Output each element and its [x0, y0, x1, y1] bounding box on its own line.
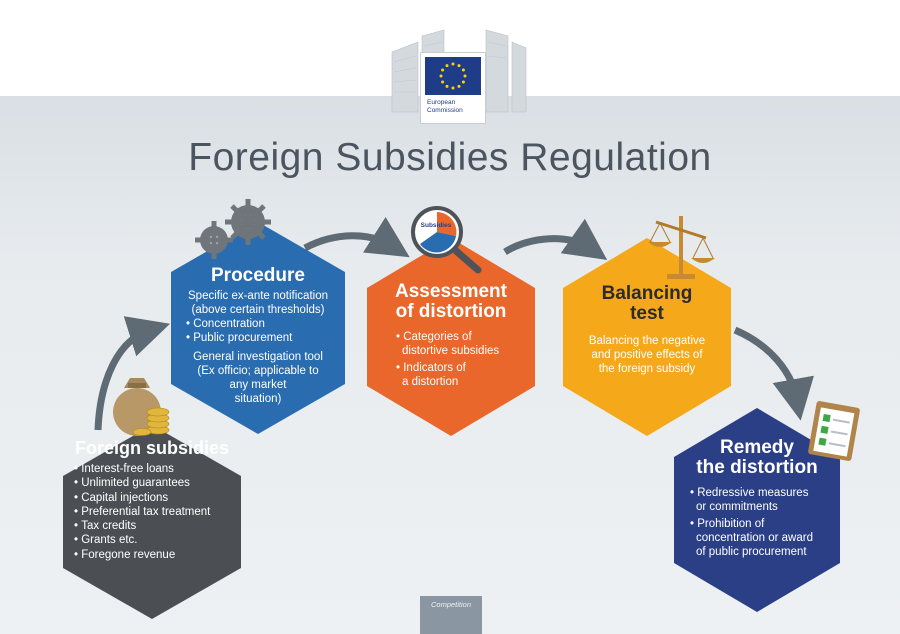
foreign-subsidies-list-item: Interest-free loans	[74, 462, 238, 476]
foreign-subsidies-list-item: Tax credits	[74, 519, 238, 533]
foreign-subsidies-title: Foreign subsidies	[74, 438, 230, 458]
foreign-subsidies-list: Interest-free loansUnlimited guaranteesC…	[66, 462, 238, 562]
foreign-subsidies-content: Foreign subsidies Interest-free loansUnl…	[66, 438, 238, 562]
arrow-balancing-to-remedy	[733, 326, 814, 421]
hexagon-remedy	[674, 408, 840, 612]
balancing-body-line2: and positive effects of	[591, 349, 703, 361]
remedy-item-2: • Prohibition of	[690, 517, 765, 530]
assessment-content: Assessment of distortion • Categories of…	[370, 282, 532, 389]
magnifier-label: Subsidies	[421, 222, 452, 229]
procedure-list-item: Concentration	[186, 317, 344, 331]
procedure-list: ConcentrationPublic procurement	[172, 317, 344, 346]
org-name-line2: Commission	[427, 107, 463, 114]
foreign-subsidies-list-item: Foregone revenue	[74, 548, 238, 562]
eu-flag-icon	[425, 57, 481, 95]
footer-tab	[420, 596, 482, 634]
arrow-assessment-to-balancing	[503, 218, 608, 261]
assessment-title-line2: of distortion	[395, 301, 507, 322]
balancing-body-line1: Balancing the negative	[588, 335, 706, 347]
remedy-item-1: • Redressive measures	[690, 487, 809, 499]
hexagon-assessment	[367, 238, 535, 436]
arrow-procedure-to-assessment	[303, 217, 410, 258]
assessment-item-1-cont: distortive subsidies	[402, 345, 500, 358]
assessment-item-1: • Categories of	[396, 331, 472, 343]
page-title: Foreign Subsidies Regulation	[188, 136, 712, 179]
assessment-item-2-cont: a distortion	[402, 375, 459, 388]
procedure-title: Procedure	[211, 265, 305, 286]
arrow-subsidies-to-procedure	[94, 316, 171, 431]
gears-icon	[195, 199, 271, 259]
scales-icon	[648, 216, 715, 279]
balancing-title-line1: Balancing	[601, 283, 693, 304]
procedure-list-item: Public procurement	[186, 331, 344, 345]
remedy-content: Remedy the distortion • Redressive measu…	[676, 438, 838, 559]
procedure-content: Procedure Specific ex-ante notification …	[172, 266, 344, 406]
procedure-intro-line2: (above certain thresholds)	[191, 304, 325, 316]
remedy-item-1-cont: or commitments	[696, 501, 778, 514]
procedure-tool-line3: any market	[229, 378, 287, 391]
commission-logo-card: European Commission	[420, 52, 486, 124]
procedure-tool-line1: General investigation tool	[193, 350, 323, 363]
assessment-title-line1: Assessment	[395, 281, 507, 302]
commission-building-logo	[391, 29, 527, 113]
procedure-tool-line2: (Ex officio; applicable to	[197, 364, 319, 377]
balancing-title-line2: test	[630, 303, 664, 324]
remedy-item-2-cont1: concentration or award	[696, 531, 813, 544]
foreign-subsidies-list-item: Unlimited guarantees	[74, 476, 238, 490]
foreign-subsidies-list-item: Preferential tax treatment	[74, 505, 238, 519]
org-name-line1: European	[427, 99, 456, 106]
hexagon-balancing	[563, 238, 731, 436]
magnifier-icon	[411, 206, 482, 274]
remedy-title-line2: the distortion	[696, 457, 818, 478]
assessment-item-2: • Indicators of	[396, 361, 466, 374]
procedure-tool-line4: situation)	[234, 392, 282, 405]
remedy-item-2-cont2: of public procurement	[696, 546, 807, 559]
remedy-title-line1: Remedy	[720, 437, 794, 458]
money-bag-icon	[113, 378, 170, 436]
foreign-subsidies-list-item: Capital injections	[74, 491, 238, 505]
balancing-body-line3: the foreign subsidy	[598, 363, 696, 375]
procedure-intro-line1: Specific ex-ante notification	[188, 290, 328, 302]
footer-label: Competition	[430, 600, 472, 609]
clipboard-icon	[808, 401, 860, 461]
foreign-subsidies-list-item: Grants etc.	[74, 533, 238, 547]
balancing-content: Balancing test Balancing the negative an…	[566, 284, 728, 376]
